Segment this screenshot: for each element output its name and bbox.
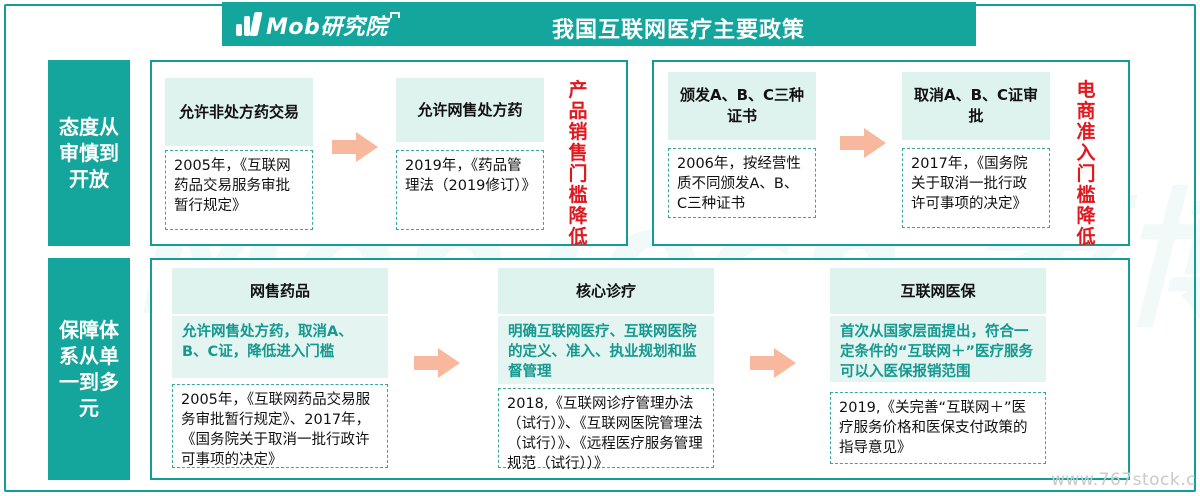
row-label-attitude: 态度从 审慎到 开放 <box>48 60 130 246</box>
card-head-otc-trade: 允许非处方药交易 <box>165 78 313 146</box>
header-bar: Mob研究院 我国互联网医疗主要政策 <box>222 2 976 46</box>
card-body-online-drugs: 2005年，《互联网药品交易服务审批暂行规定》、2017年，《国务院关于取消一批… <box>172 384 388 468</box>
card-body-core-diagnosis: 2018,《互联网诊疗管理办法（试行）》、《互联网医院管理法（试行）》、《远程医… <box>498 388 714 472</box>
card-head-online-drugs: 网售药品 <box>172 268 388 314</box>
logo: Mob研究院 <box>236 10 400 40</box>
card-head-core-diagnosis: 核心诊疗 <box>498 268 714 314</box>
arrow-right-icon <box>750 348 796 378</box>
card-body-internet-insurance: 2019,《关完善“互联网＋”医疗服务价格和医保支付政策的指导意见》 <box>830 392 1046 464</box>
logo-text: Mob研究院 <box>266 15 388 40</box>
card-highlight-internet-insurance: 首次从国家层面提出，符合一定条件的“互联网＋”医疗服务可以入医保报销范围 <box>830 316 1046 382</box>
card-body-cancel-cert: 2017年，《国务院关于取消一批行政许可事项的决定》 <box>902 148 1050 228</box>
card-head-cancel-cert: 取消A、B、C证审批 <box>902 72 1050 140</box>
row-label-security: 保障体 系从单 一到多 元 <box>48 258 130 480</box>
arrow-right-icon <box>414 348 460 378</box>
arrow-right-icon <box>332 132 378 162</box>
card-body-rx-online: 2019年，《药品管理法（2019修订）》 <box>396 150 544 230</box>
card-head-internet-insurance: 互联网医保 <box>830 268 1046 314</box>
side-label-product-sales: 产品销售门槛降低 <box>568 79 588 248</box>
corner-watermark: www.767stock.c <box>1051 470 1196 490</box>
card-highlight-online-drugs: 允许网售处方药，取消A、B、C证，降低进入门槛 <box>172 316 388 378</box>
arrow-right-icon <box>840 128 886 158</box>
card-body-otc-trade: 2005年，《互联网药品交易服务审批暂行规定》 <box>165 150 313 230</box>
side-label-ecommerce: 电商准入门槛降低 <box>1076 79 1096 248</box>
card-highlight-core-diagnosis: 明确互联网医疗、互联网医院的定义、准入、执业规划和监督管理 <box>498 316 714 384</box>
page-title: 我国互联网医疗主要政策 <box>552 18 806 43</box>
graduation-cap-icon <box>389 12 400 18</box>
logo-bars-icon <box>236 12 263 38</box>
card-head-rx-online: 允许网售处方药 <box>396 78 544 142</box>
card-body-abc-cert: 2006年，按经营性质不同颁发A、B、C三种证书 <box>668 148 816 218</box>
card-head-abc-cert: 颁发A、B、C三种证书 <box>668 72 816 140</box>
